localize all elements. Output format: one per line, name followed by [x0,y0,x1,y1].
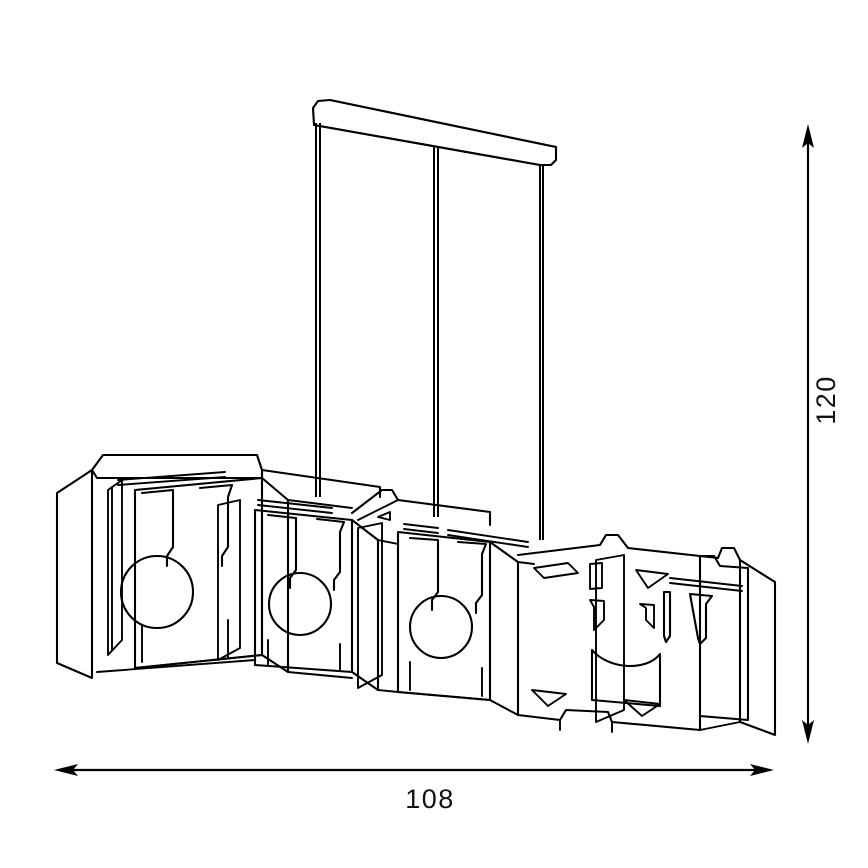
width-arrow-right [750,764,774,776]
body-spine [287,499,535,693]
width-dimension: 108 [54,764,774,814]
height-dimension-label: 120 [811,375,841,425]
cage-module-3 [350,488,529,717]
height-arrow-bottom [802,720,814,744]
width-dimension-label: 108 [405,784,455,814]
width-arrow-left [54,764,78,776]
suspension-rods [315,123,544,540]
ceiling-mount-bar [311,98,558,167]
bulb-1 [119,554,195,630]
bulb-2 [267,571,333,637]
cage-module-1 [55,453,290,680]
height-dimension: 120 [802,124,841,744]
bulb-3 [408,594,474,660]
cage-module-2 [217,468,382,692]
height-arrow-top [802,124,814,148]
cage-module-4 [516,533,777,737]
bulb-4-partial [590,648,662,708]
